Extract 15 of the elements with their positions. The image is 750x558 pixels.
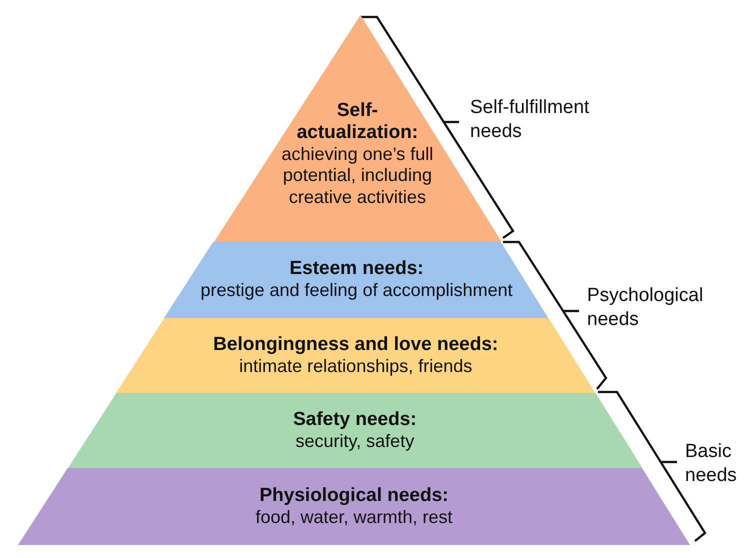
bracket-label: Self-fulfillment needs [470, 96, 590, 144]
level-description: prestige and feeling of accomplishment [200, 280, 513, 302]
pyramid-level [164, 242, 549, 318]
level-title: Physiological needs: [260, 484, 448, 507]
bracket-label: Basic needs [685, 440, 738, 488]
level-description: intimate relationships, friends [239, 356, 472, 378]
level-description: achieving one’s full potential, including creative activities [280, 144, 434, 208]
level-title: Esteem needs: [289, 258, 424, 280]
level-title: Belongingness and love needs: [213, 334, 498, 356]
bracket-label: Psychological needs [587, 284, 704, 332]
level-description: food, water, warmth, rest [255, 506, 453, 528]
level-description: security, safety [295, 430, 414, 452]
pyramid-level [68, 393, 642, 468]
level-title: Safety needs: [293, 408, 417, 431]
level-title: Self-actualization: [296, 100, 420, 144]
